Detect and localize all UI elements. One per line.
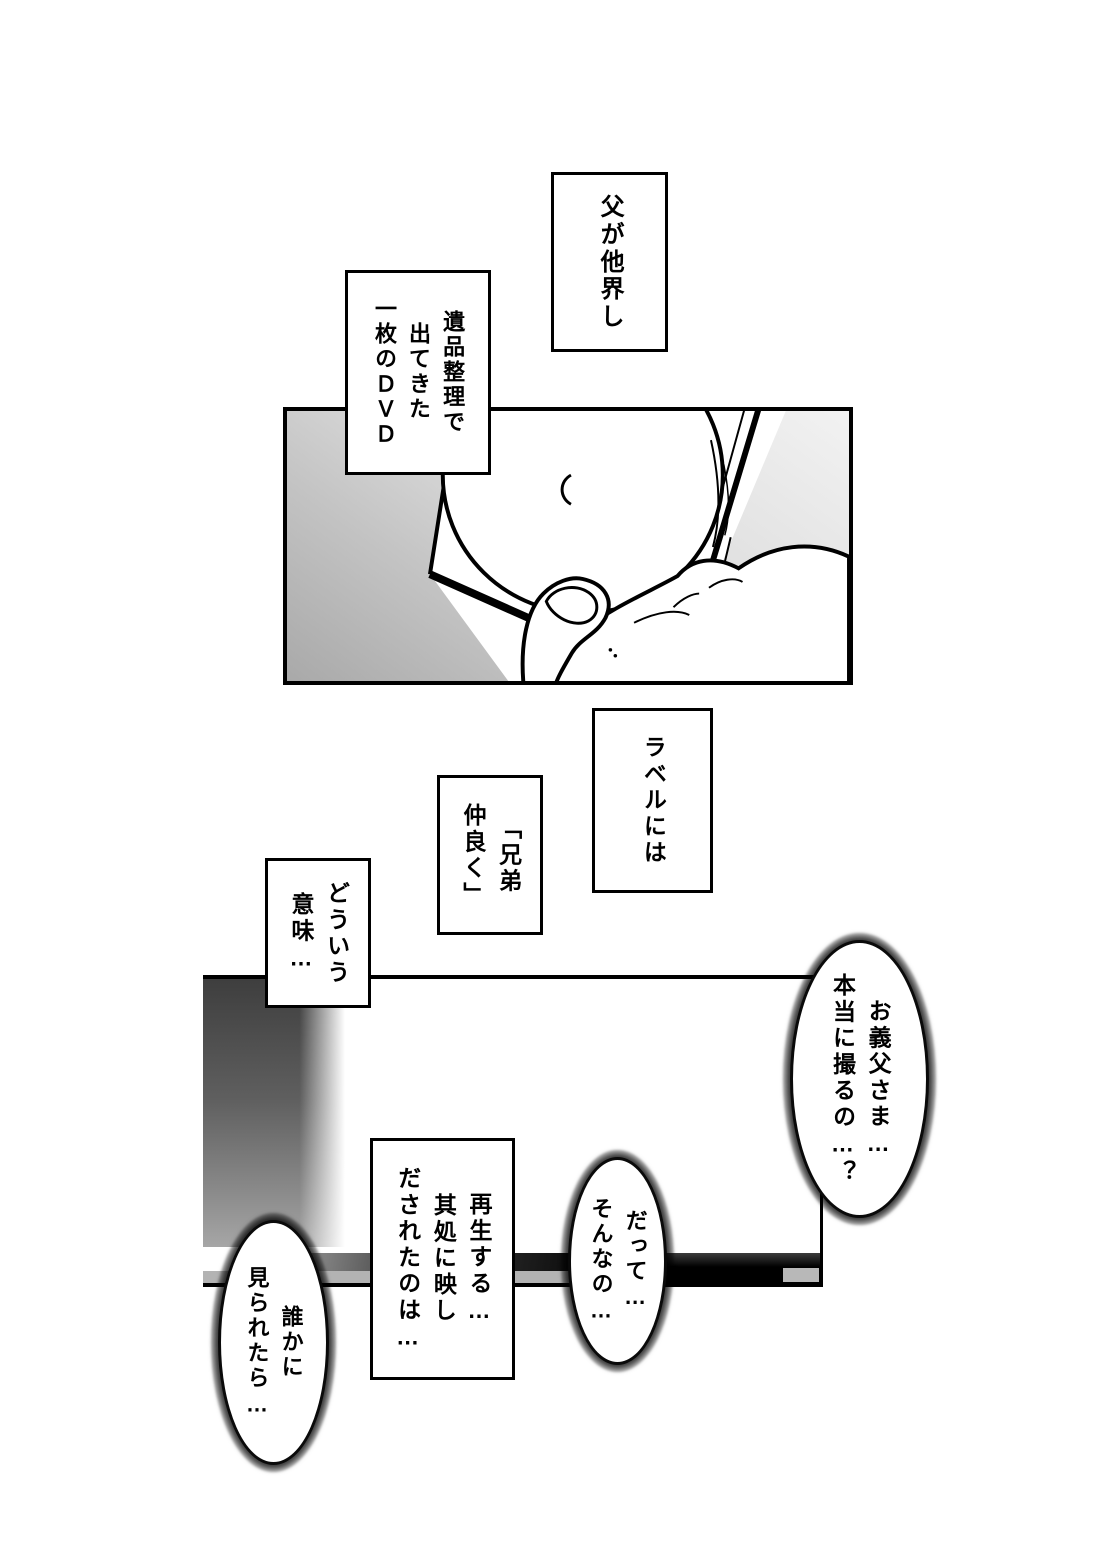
narration-box-label: ラベルには — [592, 708, 713, 893]
speech-text: お義父さま… 本当に撮るの…？ — [829, 972, 892, 1186]
narration-text: 再生する… 其処に映し だされたのは… — [394, 1165, 492, 1353]
speech-text: だって… そんなの… — [588, 1196, 648, 1326]
speech-text: 誰かに 見られたら… — [244, 1265, 304, 1420]
narration-text: 父が他界し — [596, 193, 624, 331]
thumbnail-line — [544, 586, 599, 625]
dvd-case-illustration — [428, 411, 849, 681]
tv-frame-inset — [783, 1268, 819, 1282]
speech-bubble-father-really: お義父さま… 本当に撮るの…？ — [790, 940, 929, 1218]
speech-bubble-but-that: だって… そんなの… — [568, 1157, 667, 1365]
narration-box-meaning: どういう 意味… — [265, 858, 371, 1008]
narration-text: 「兄弟 仲良く」 — [460, 802, 522, 908]
panel-dvd-case — [283, 407, 853, 685]
narration-box-father-died: 父が他界し — [551, 172, 668, 352]
narration-text: ラベルには — [640, 734, 667, 867]
tv-side-shadow — [203, 979, 345, 1247]
narration-text: どういう 意味… — [288, 880, 350, 986]
narration-box-playback: 再生する… 其処に映し だされたのは… — [370, 1138, 515, 1380]
tv-bottom-frame-right — [665, 1253, 820, 1284]
narration-box-dvd-found: 遺品整理で 出てきた 一枚のＤＶＤ — [345, 270, 491, 475]
speech-bubble-if-seen: 誰かに 見られたら… — [218, 1220, 329, 1465]
disc-center-mark — [560, 473, 572, 506]
narration-box-disc-title: 「兄弟 仲良く」 — [437, 775, 543, 935]
narration-text: 遺品整理で 出てきた 一枚のＤＶＤ — [371, 297, 466, 448]
panel-border-top — [203, 975, 823, 979]
